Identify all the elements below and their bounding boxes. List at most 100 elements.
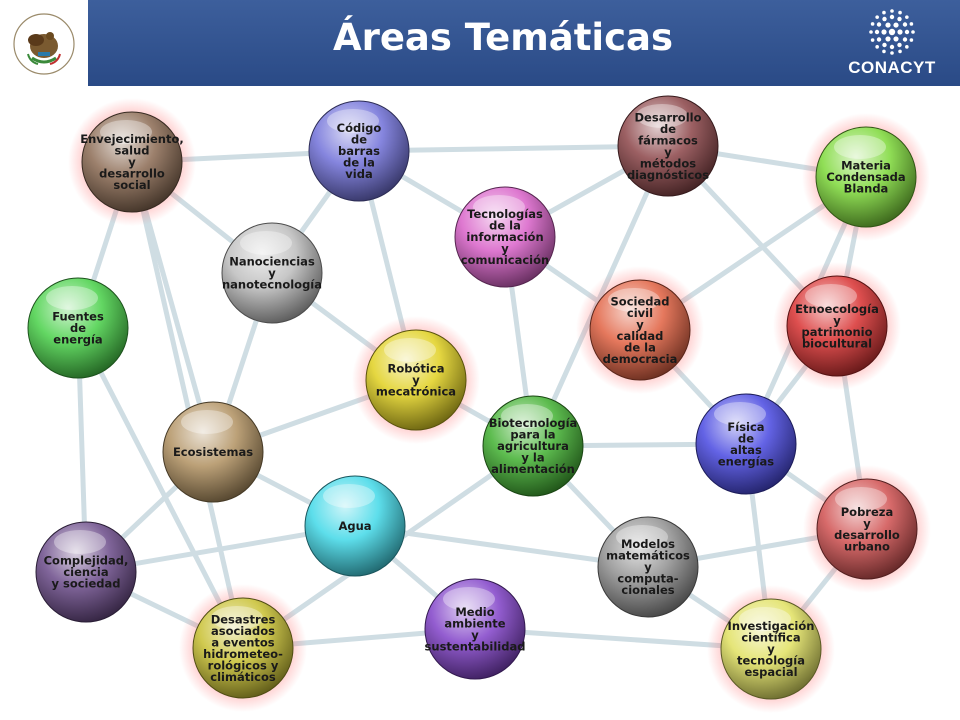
node-sphere	[454, 186, 556, 288]
node-label-line: fármacos	[638, 133, 698, 147]
node-label-line: y	[501, 242, 509, 256]
node-label-line: altas	[730, 443, 762, 457]
node-label-line: y	[767, 642, 775, 656]
node-label-line: Tecnologías	[467, 207, 543, 221]
node-label-line: científica	[741, 631, 800, 645]
node-sphere	[482, 395, 584, 497]
node-label-line: Envejecimiento,	[80, 132, 184, 146]
node-label-line: calidad	[617, 329, 664, 343]
node-sphere	[308, 100, 410, 202]
node-label-line: nanotecnología	[222, 278, 322, 292]
node-sphere	[192, 597, 294, 699]
header-bar: Áreas Temáticas CONACYT	[88, 0, 960, 86]
node-sphere	[815, 126, 917, 228]
node-label-line: hidrometeo-	[203, 647, 283, 661]
node-highlight	[636, 104, 688, 128]
node-sphere	[424, 578, 526, 680]
node-label-line: Medio	[455, 605, 494, 619]
conacyt-logo: CONACYT	[844, 8, 940, 78]
conacyt-logo-text: CONACYT	[848, 58, 936, 77]
node-ecosistemas: Ecosistemas	[162, 401, 264, 503]
node-label-line: de	[738, 431, 754, 445]
node-label-line: Complejidad,	[44, 554, 129, 568]
node-label-line: diagnósticos	[627, 168, 709, 182]
node-highlight	[54, 530, 106, 554]
node-label-line: de la	[624, 340, 656, 354]
node-label-line: Robótica	[388, 362, 445, 376]
node-label-line: a eventos	[211, 635, 274, 649]
node-sphere	[35, 521, 137, 623]
node-sphere	[221, 222, 323, 324]
node-highlight	[834, 135, 886, 159]
node-label-line: Biotecnología	[489, 416, 578, 430]
node-label-line: matemáticos	[606, 549, 690, 563]
node-highlight	[616, 525, 668, 549]
node-label-line: ambiente	[444, 616, 505, 630]
node-highlight	[739, 607, 791, 631]
node-label-line: Física	[727, 420, 764, 434]
node-highlight	[835, 487, 887, 511]
node-label-line: social	[113, 178, 150, 192]
node-label-line: métodos	[640, 156, 696, 170]
node-label-line: alimentación	[491, 462, 575, 476]
node-highlight	[473, 195, 525, 219]
node-highlight	[323, 484, 375, 508]
node-label-line: democracia	[603, 352, 678, 366]
node-label-line: Blanda	[844, 182, 889, 196]
node-label-line: Pobreza	[841, 505, 894, 519]
node-highlight	[100, 120, 152, 144]
node-label-line: computa-	[617, 572, 678, 586]
node-label-line: y	[644, 560, 652, 574]
node-label-line: y la	[521, 451, 544, 465]
node-label-line: desarrollo	[834, 528, 900, 542]
node-highlight	[327, 109, 379, 133]
node-sphere	[695, 393, 797, 495]
node-investigacion: Investigacióncientíficaytecnologíaespaci…	[707, 585, 835, 713]
node-label-line: salud	[115, 144, 150, 158]
node-agua: Agua	[304, 475, 406, 577]
node-label-line: para la	[510, 428, 555, 442]
node-sphere	[720, 598, 822, 700]
node-label-line: rológicos y	[208, 658, 279, 672]
node-label-line: ciencia	[63, 565, 108, 579]
node-label-line: Nanociencias	[229, 255, 315, 269]
node-highlight	[384, 338, 436, 362]
node-label-line: de la	[343, 156, 375, 170]
node-label-line: sustentabilidad	[425, 639, 526, 653]
node-sphere	[27, 277, 129, 379]
node-label-line: vida	[345, 167, 372, 181]
node-label-line: mecatrónica	[376, 385, 456, 399]
node-label-line: y	[128, 155, 136, 169]
node-highlight	[501, 404, 553, 428]
node-label-line: y	[833, 313, 841, 327]
node-label-line: Fuentes	[52, 310, 104, 324]
node-label-line: Agua	[338, 519, 371, 533]
node-label-line: agricultura	[497, 439, 569, 453]
edge-codigo-farmacos	[356, 143, 671, 154]
node-label-line: Desastres	[211, 612, 276, 626]
node-label-line: civil	[627, 306, 653, 320]
node-label-line: Materia	[841, 159, 891, 173]
node-highlight	[240, 231, 292, 255]
node-highlight	[805, 284, 857, 308]
node-sphere	[81, 111, 183, 213]
node-label-line: espacial	[744, 665, 797, 679]
node-label-line: y	[268, 266, 276, 280]
page-title: Áreas Temáticas	[332, 16, 674, 59]
node-highlight	[211, 606, 263, 630]
edge-envejecimiento-desastres	[129, 159, 246, 651]
node-sphere	[162, 401, 264, 503]
conacyt-dots-icon	[869, 9, 915, 55]
node-sphere	[816, 478, 918, 580]
